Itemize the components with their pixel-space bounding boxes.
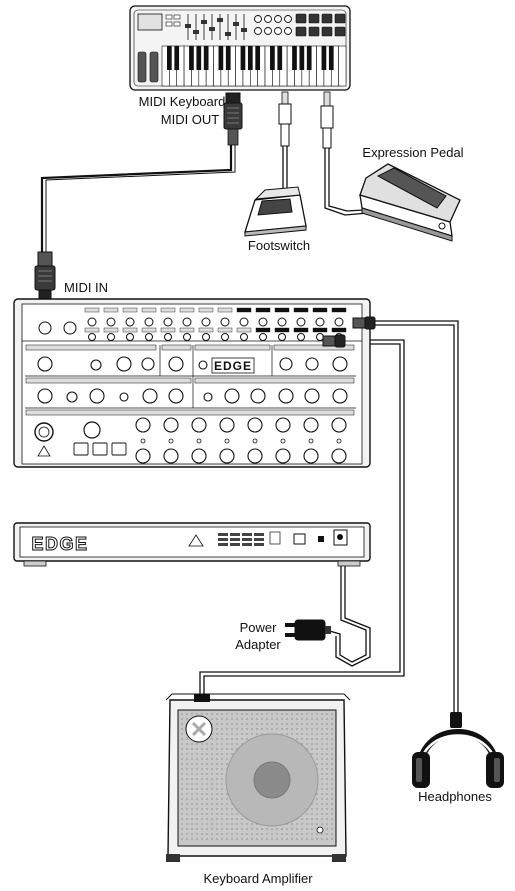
synth-logo: EDGE bbox=[214, 359, 252, 373]
expression-pedal-label: Expression Pedal bbox=[362, 145, 463, 160]
midi-out-label: MIDI OUT bbox=[161, 112, 220, 127]
headphone-cable bbox=[374, 320, 459, 712]
midi-keyboard-label: MIDI Keyboard bbox=[139, 94, 226, 109]
rear-logo: EDGE bbox=[31, 534, 88, 554]
midi-cable bbox=[40, 145, 233, 252]
headphones-label: Headphones bbox=[418, 789, 492, 804]
synth-output-jacks bbox=[322, 316, 376, 348]
footswitch bbox=[244, 186, 307, 237]
midi-in-label: MIDI IN bbox=[64, 280, 108, 295]
expression-jack bbox=[320, 91, 334, 149]
synth-knobs bbox=[37, 356, 348, 464]
amplifier-cable bbox=[203, 339, 405, 697]
edge-synth-rear: EDGE bbox=[13, 522, 371, 567]
rear-jack-panel bbox=[218, 531, 281, 546]
patch-bay bbox=[84, 307, 347, 341]
keyboard-amplifier bbox=[165, 693, 351, 862]
power-cable bbox=[325, 556, 367, 663]
headphones bbox=[412, 712, 504, 788]
midi-in-plug bbox=[34, 251, 56, 301]
midi-out-plug bbox=[223, 92, 243, 146]
keybed bbox=[161, 45, 347, 87]
midi-keyboard bbox=[129, 5, 351, 91]
keyboard-amplifier-label: Keyboard Amplifier bbox=[203, 871, 313, 886]
footswitch-label: Footswitch bbox=[248, 238, 310, 253]
power-adapter-label-1: Power bbox=[240, 620, 278, 635]
cables bbox=[40, 145, 459, 712]
expression-pedal bbox=[359, 163, 461, 242]
edge-synth-top: EDGE bbox=[13, 298, 371, 468]
power-adapter bbox=[285, 619, 331, 641]
power-adapter-label-2: Adapter bbox=[235, 637, 281, 652]
footswitch-jack bbox=[278, 91, 292, 147]
